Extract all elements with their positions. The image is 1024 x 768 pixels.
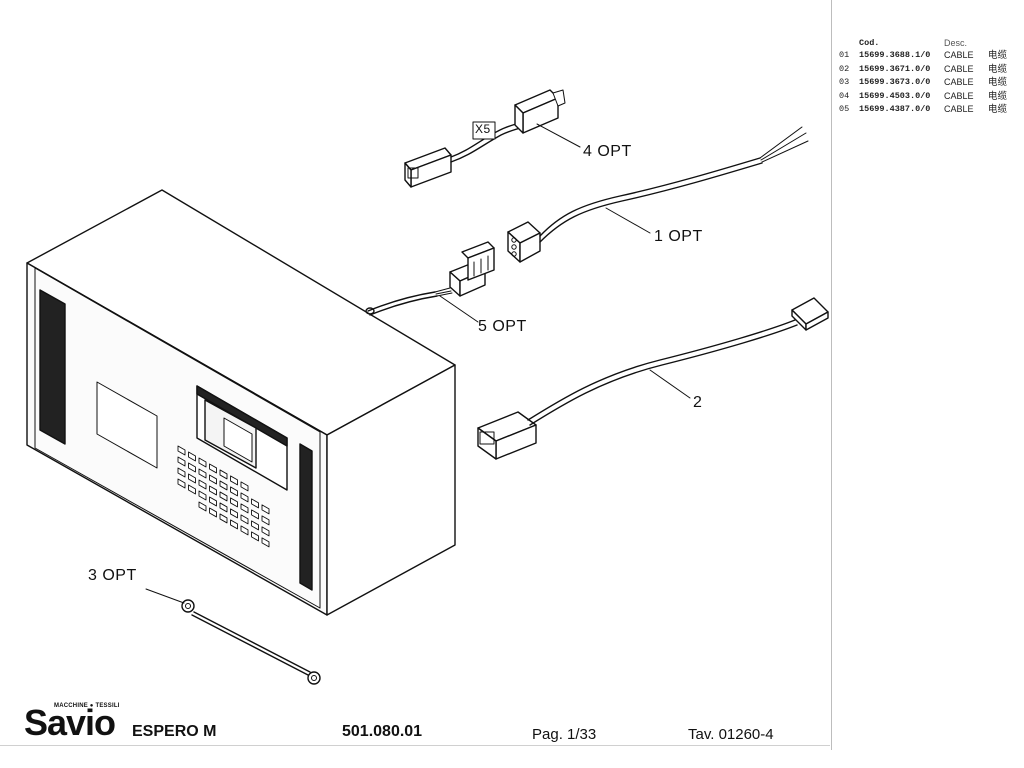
page-number: Pag. 1/33	[532, 726, 597, 743]
keypad-key	[251, 520, 259, 531]
keypad-key	[251, 498, 259, 509]
keypad-key	[198, 457, 207, 468]
keypad-key	[240, 481, 249, 492]
table-row: 02 15699.3671.0/0 CABLE 电缆	[836, 63, 1022, 77]
keypad-key	[219, 502, 228, 513]
row-desc-cn: 电缆	[988, 50, 1008, 61]
keypad-key	[209, 507, 217, 518]
cable-4	[404, 89, 566, 188]
table-row: 03 15699.3673.0/0 CABLE 电缆	[836, 76, 1022, 90]
frame-divider	[831, 0, 832, 750]
row-index: 03	[839, 77, 850, 87]
row-index: 02	[839, 63, 850, 74]
keypad-key	[251, 531, 259, 542]
keypad-key	[177, 467, 186, 478]
row-desc: CABLE	[944, 77, 974, 87]
row-index: 05	[839, 104, 850, 114]
keypad-key	[251, 509, 259, 520]
cable-2	[477, 297, 829, 460]
keypad-key	[209, 463, 217, 474]
row-code: 15699.4503.0/0	[859, 90, 931, 101]
footer-rule	[0, 745, 830, 746]
keypad-key	[230, 475, 238, 486]
keypad-key	[188, 451, 196, 462]
keypad-key	[188, 484, 196, 495]
keypad-key	[198, 479, 207, 490]
row-index: 04	[839, 90, 850, 101]
row-desc-cn: 电缆	[988, 77, 1008, 88]
keypad-key	[188, 462, 196, 473]
table-row: 05 15699.4387.0/0 CABLE 电缆	[836, 103, 1022, 117]
row-desc: CABLE	[944, 90, 974, 101]
keypad-key	[198, 490, 207, 501]
keypad-key	[177, 445, 186, 456]
keypad-key	[240, 492, 249, 503]
callout-5-opt: 5 OPT	[478, 318, 527, 335]
header-code: Cod.	[859, 38, 880, 48]
parts-table-header: Cod. Desc.	[836, 37, 1022, 49]
cable-5	[367, 241, 495, 316]
callout-2: 2	[693, 394, 703, 411]
row-desc: CABLE	[944, 63, 974, 74]
row-desc-cn: 电缆	[988, 63, 1008, 75]
keypad-key	[219, 513, 228, 524]
control-unit-side	[326, 364, 456, 616]
callout-4-opt: 4 OPT	[583, 143, 632, 160]
brand-tagline: MACCHINE ● TESSILI	[54, 703, 120, 709]
keypad-key	[219, 491, 228, 502]
row-desc-cn: 电缆	[988, 104, 1008, 115]
model-name: ESPERO M	[132, 723, 217, 740]
row-desc: CABLE	[944, 104, 974, 114]
keypad-key	[209, 474, 217, 485]
keypad-key	[209, 485, 217, 496]
table-row: 04 15699.4503.0/0 CABLE 电缆	[836, 90, 1022, 104]
keypad-key	[209, 496, 217, 507]
row-code: 15699.4387.0/0	[859, 104, 931, 114]
right-vent	[299, 443, 313, 591]
brand-logo-text: Savio	[24, 702, 116, 743]
keypad-key	[219, 480, 228, 491]
keypad-key	[240, 525, 249, 536]
callout-x5: X5	[475, 122, 491, 136]
callout-1-opt: 1 OPT	[654, 228, 703, 245]
row-desc-cn: 电缆	[988, 90, 1008, 102]
table-number: Tav. 01260-4	[688, 726, 774, 743]
keypad-key	[219, 469, 228, 480]
title-block: MACCHINE ● TESSILI Savio ESPERO M 501.08…	[0, 700, 830, 760]
keypad-key	[230, 519, 238, 530]
keypad-key	[261, 515, 270, 526]
control-unit	[26, 189, 456, 616]
keypad-key	[177, 456, 186, 467]
table-row: 01 15699.3688.1/0 CABLE 电缆	[836, 49, 1022, 63]
left-vent	[39, 289, 66, 445]
row-code: 15699.3673.0/0	[859, 77, 931, 87]
row-desc: CABLE	[944, 50, 974, 60]
callout-3-opt: 3 OPT	[88, 567, 137, 584]
keypad-key	[230, 486, 238, 497]
leader-lines	[145, 123, 691, 604]
parts-table: Cod. Desc. 01 15699.3688.1/0 CABLE 电缆 02…	[836, 37, 1022, 117]
keypad-key	[261, 504, 270, 515]
drawing-code: 501.080.01	[342, 723, 423, 740]
keypad-key	[198, 468, 207, 479]
keypad-key	[240, 503, 249, 514]
row-code: 15699.3688.1/0	[859, 50, 931, 60]
cable-1	[507, 126, 809, 263]
keypad-key	[177, 478, 186, 489]
keypad-key	[261, 526, 270, 537]
keypad-key	[230, 508, 238, 519]
row-code: 15699.3671.0/0	[859, 63, 931, 74]
header-desc: Desc.	[944, 38, 968, 48]
keypad-key	[188, 473, 196, 484]
keypad-key	[230, 497, 238, 508]
x5-label-box	[472, 121, 496, 140]
keypad-key	[261, 537, 270, 548]
keypad-key	[198, 501, 207, 512]
keypad-key	[240, 514, 249, 525]
row-index: 01	[839, 50, 850, 60]
cable-3	[181, 599, 321, 685]
label-plate	[96, 381, 158, 469]
keypad-keys	[177, 445, 270, 548]
